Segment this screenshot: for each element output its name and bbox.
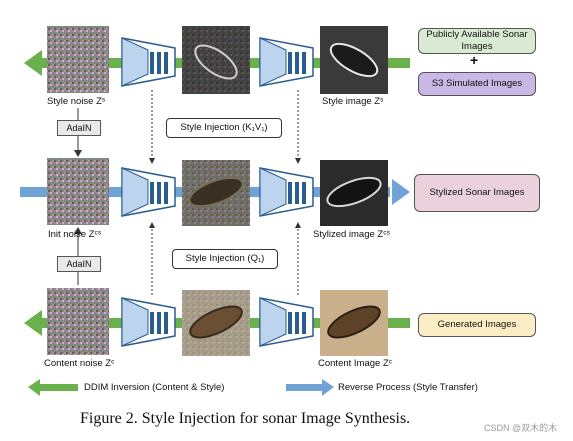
watermark: CSDN @双木的木 [484,423,558,433]
legend-blue-arrow-bar [286,384,324,391]
row1-unet-2 [259,37,314,87]
content-image-label: Content Image Zᶜ [318,358,393,369]
row3-latent-image [182,290,250,356]
init-noise-image [47,158,109,225]
style-noise-image [47,26,109,93]
legend-reverse-label: Reverse Process (Style Transfer) [338,382,478,393]
stylized-image [320,160,388,226]
generated-images-box: Generated Images [418,313,536,337]
legend-green-arrowhead [28,379,40,396]
style-image [320,26,388,94]
style-image-label: Style image Zˢ [322,96,384,107]
row3-unet-2 [259,297,314,347]
legend-ddim-label: DDIM Inversion (Content & Style) [84,382,225,393]
init-noise-label: Init noise Zᶜˢ [48,229,102,240]
public-sonar-images-box: Publicly Available Sonar Images [418,28,536,54]
row2-unet-2 [259,167,314,217]
adain-tag-top: AdaIN [57,120,101,136]
figure-caption: Figure 2. Style Injection for sonar Imag… [80,410,411,427]
row1-latent-image [182,26,250,94]
stylized-image-label: Stylized image Zᶜˢ [313,229,390,240]
stylized-sonar-images-box: Stylized Sonar Images [414,174,540,212]
row1-arrowhead [24,50,42,76]
row3-arrowhead [24,310,42,336]
row2-unet-1 [121,167,176,217]
style-injection-kv-box: Style Injection (K₁V₁) [166,118,282,138]
content-noise-label: Content noise Zᶜ [44,358,115,369]
row2-latent-image [182,160,250,226]
content-image [320,290,388,356]
row1-unet-1 [121,37,176,87]
legend-blue-arrowhead [322,379,334,396]
row2-arrowhead [392,179,410,205]
row3-unet-1 [121,297,176,347]
plus-icon: + [470,52,479,68]
style-injection-q-box: Style Injection (Q₁) [172,249,278,269]
content-noise-image [47,288,109,355]
legend-green-arrow-bar [38,384,78,391]
s3-simulated-images-box: S3 Simulated Images [418,72,536,96]
adain-tag-bottom: AdaIN [57,256,101,272]
style-noise-label: Style noise Zˢ [47,96,106,107]
